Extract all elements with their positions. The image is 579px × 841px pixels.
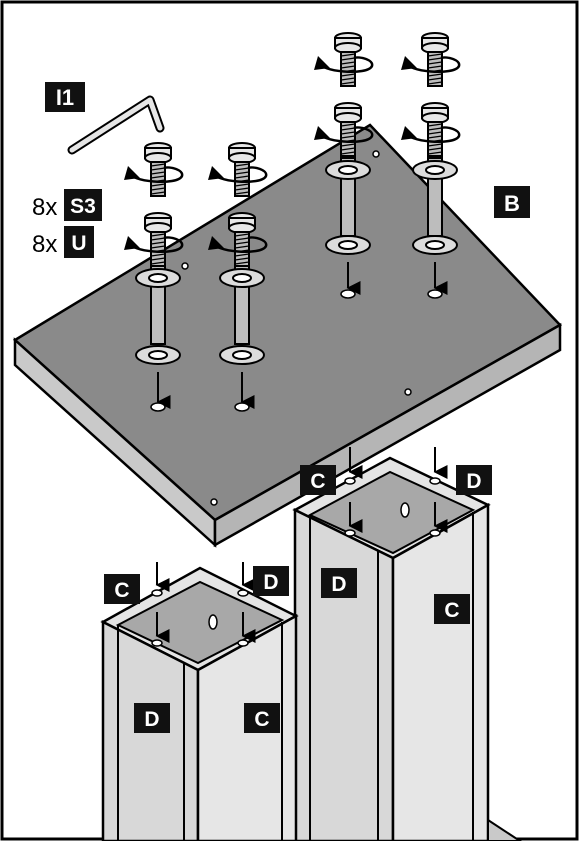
step-tag-text: I1 bbox=[56, 85, 74, 110]
leg-label-d-text: D bbox=[263, 571, 278, 594]
panel-hole bbox=[181, 262, 189, 270]
panel-hole bbox=[372, 150, 380, 158]
washer bbox=[325, 160, 371, 180]
washer bbox=[412, 160, 458, 180]
step-tag: I1 bbox=[45, 82, 85, 112]
leg-label-c-text: C bbox=[254, 708, 269, 731]
washer bbox=[135, 268, 181, 288]
leg-label-c: C bbox=[104, 574, 140, 604]
bolt-group-back-left bbox=[312, 31, 374, 299]
allen-key bbox=[67, 95, 165, 155]
leg-label-d: D bbox=[253, 566, 289, 596]
panel-top-face bbox=[12, 123, 563, 522]
hardware-u-part: U bbox=[71, 232, 86, 255]
panel-label: B bbox=[494, 186, 530, 218]
leg-label-d-text: D bbox=[144, 708, 159, 731]
bolt-group-front-left bbox=[122, 141, 184, 412]
bolt-group-front-right bbox=[206, 141, 268, 412]
panel-hole bbox=[210, 498, 218, 506]
leg-label-d-text: D bbox=[466, 470, 481, 493]
leg-label-c: C bbox=[434, 594, 470, 624]
hardware-s3-part: S3 bbox=[70, 195, 96, 218]
leg-label-c: C bbox=[300, 465, 336, 495]
leg-assembly-right bbox=[292, 447, 522, 841]
hardware-u: 8x U bbox=[32, 226, 94, 258]
hardware-u-qty: 8x bbox=[32, 231, 57, 258]
washer bbox=[325, 235, 371, 255]
leg-label-c-text: C bbox=[114, 579, 129, 602]
leg-label-c-text: C bbox=[444, 599, 459, 622]
panel-label-text: B bbox=[504, 191, 520, 216]
bolt bbox=[206, 141, 268, 198]
leg-label-c: C bbox=[244, 703, 280, 733]
hardware-s3: 8x S3 bbox=[32, 189, 102, 221]
bolt-group-back-right bbox=[399, 31, 461, 299]
leg-label-d: D bbox=[134, 703, 170, 733]
panel-hole bbox=[404, 388, 412, 396]
bolt bbox=[399, 101, 461, 158]
hardware-s3-qty: 8x bbox=[32, 194, 57, 221]
leg-label-d-text: D bbox=[331, 573, 346, 596]
leg-label-d: D bbox=[456, 465, 492, 495]
leg-label-c-text: C bbox=[310, 470, 325, 493]
bolt bbox=[399, 31, 461, 88]
washer bbox=[412, 235, 458, 255]
bolt bbox=[122, 141, 184, 198]
washer bbox=[219, 268, 265, 288]
washer bbox=[135, 345, 181, 365]
washer bbox=[219, 345, 265, 365]
bolt bbox=[312, 31, 374, 88]
leg-label-d: D bbox=[321, 568, 357, 598]
